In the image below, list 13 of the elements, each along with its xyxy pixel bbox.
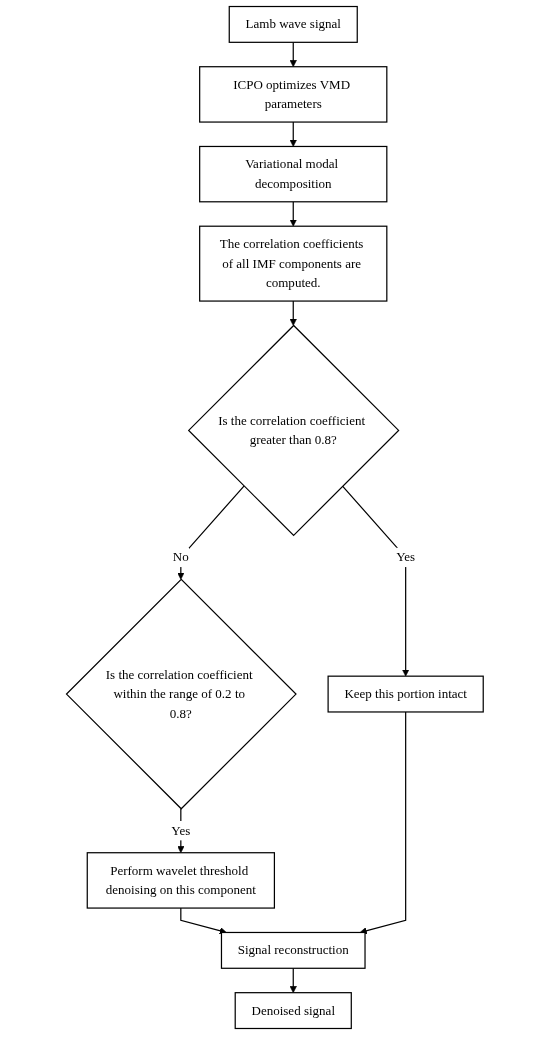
process-box: Signal reconstruction	[221, 931, 366, 969]
process-box: Denoised signal	[234, 992, 353, 1030]
process-box: The correlation coefficients of all IMF components are computed.	[199, 225, 388, 302]
process-box: Keep this portion intact	[327, 675, 484, 713]
process-box: ICPO optimizes VMD parameters	[199, 66, 388, 123]
decision-diamond: Is the correlation coefficient within the range of 0.2 to 0.8?	[65, 578, 297, 810]
edge-label: Yes	[171, 821, 191, 841]
process-box: Perform wavelet threshold denoising on this component	[86, 852, 276, 909]
process-box: Variational modal decomposition	[199, 145, 388, 203]
edge-label: No	[173, 547, 189, 568]
decision-diamond: Is the correlation coefficient greater than 0.8?	[187, 324, 400, 537]
process-box: Lamb wave signal	[228, 5, 358, 43]
edge-label: Yes	[396, 547, 416, 568]
